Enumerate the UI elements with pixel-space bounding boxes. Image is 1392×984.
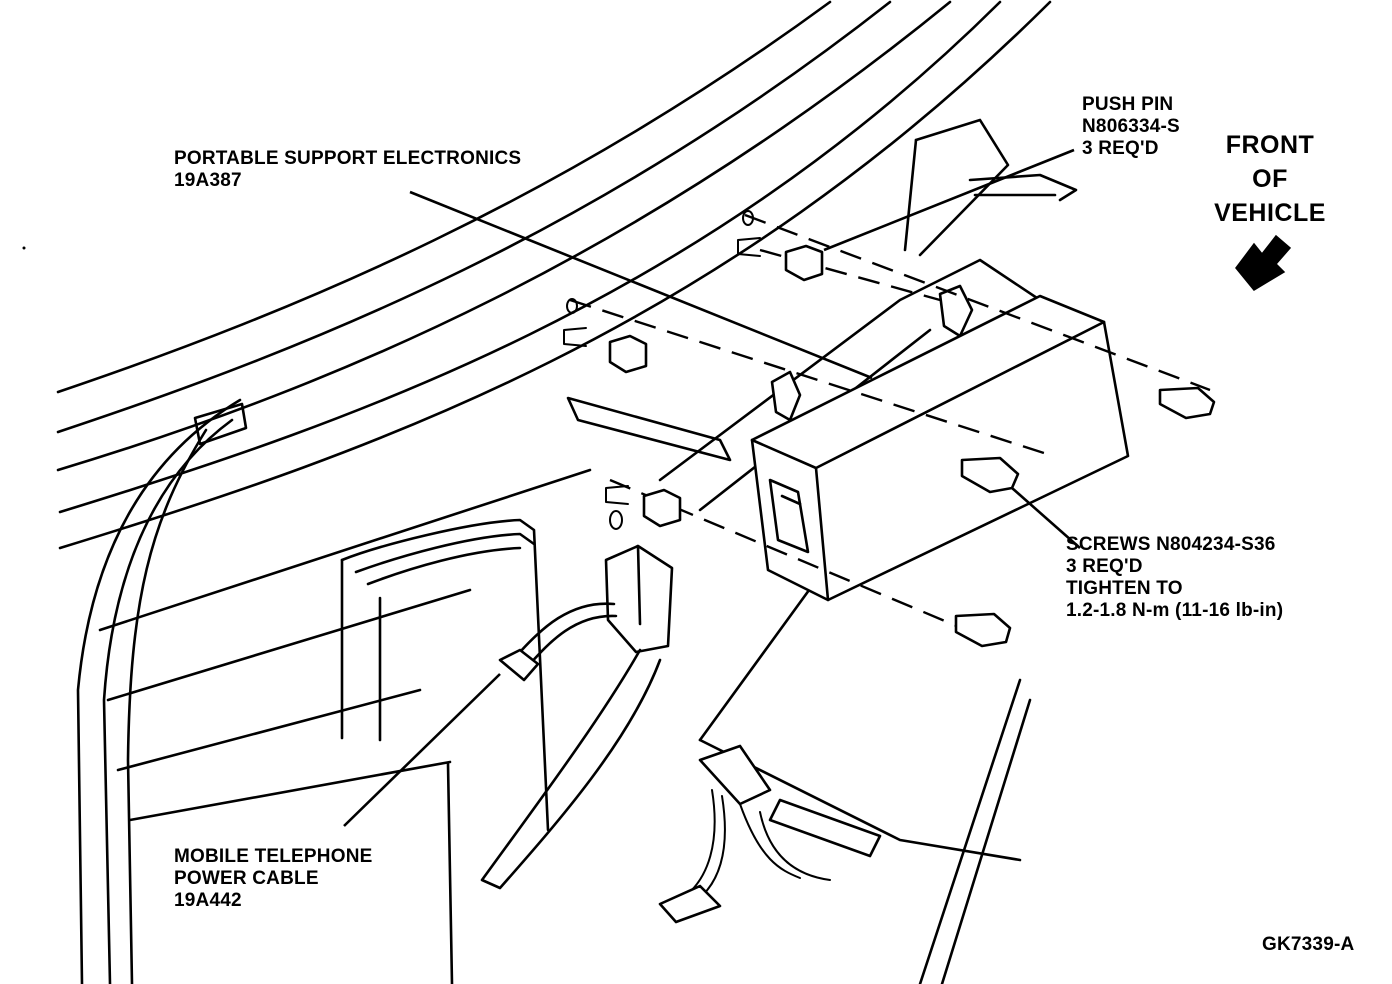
cable-line-3: 19A442 [174,890,242,911]
front-arrow-icon [1235,234,1292,291]
figure-code: GK7339-A [1262,934,1355,955]
pillar-frame [76,398,248,984]
dot-mark [22,246,26,250]
push-pin-line-3: 3 REQ'D [1082,138,1159,159]
electronics-module [750,294,1130,602]
front-line-1: FRONT [1225,131,1315,159]
cable-line-2: POWER CABLE [174,868,319,889]
upper-trim-lines [56,0,1052,550]
screws-line-2: 3 REQ'D [1066,556,1143,577]
phone-cable [480,544,674,890]
electronics-label: PORTABLE SUPPORT ELECTRONICS 19A387 [174,148,521,192]
cable-line-1: MOBILE TELEPHONE [174,846,373,867]
push-pins [563,210,824,530]
inner-panel [98,468,592,984]
screws-line-4: 1.2-1.8 N-m (11-16 lb-in) [1066,600,1284,621]
push-pin-label: PUSH PIN N806334-S 3 REQ'D [1082,94,1180,160]
screws [954,386,1216,648]
front-of-vehicle-label: FRONT OF VEHICLE [1200,128,1340,230]
electronics-line-2: 19A387 [174,170,242,191]
leader-lines [343,148,1081,827]
screws-label: SCREWS N804234-S36 3 REQ'D TIGHTEN TO 1.… [1066,534,1283,622]
screws-line-1: SCREWS N804234-S36 [1066,534,1276,555]
lower-trim [698,518,1032,984]
screws-line-3: TIGHTEN TO [1066,578,1183,599]
wire-harness [658,744,882,924]
front-line-2: OF [1252,165,1288,193]
mounting-bracket [566,118,1078,512]
electronics-line-1: PORTABLE SUPPORT ELECTRONICS [174,148,522,169]
push-pin-line-1: PUSH PIN [1082,94,1174,115]
push-pin-line-2: N806334-S [1082,116,1180,137]
cable-label: MOBILE TELEPHONE POWER CABLE 19A442 [174,846,373,912]
front-line-3: VEHICLE [1214,199,1326,227]
